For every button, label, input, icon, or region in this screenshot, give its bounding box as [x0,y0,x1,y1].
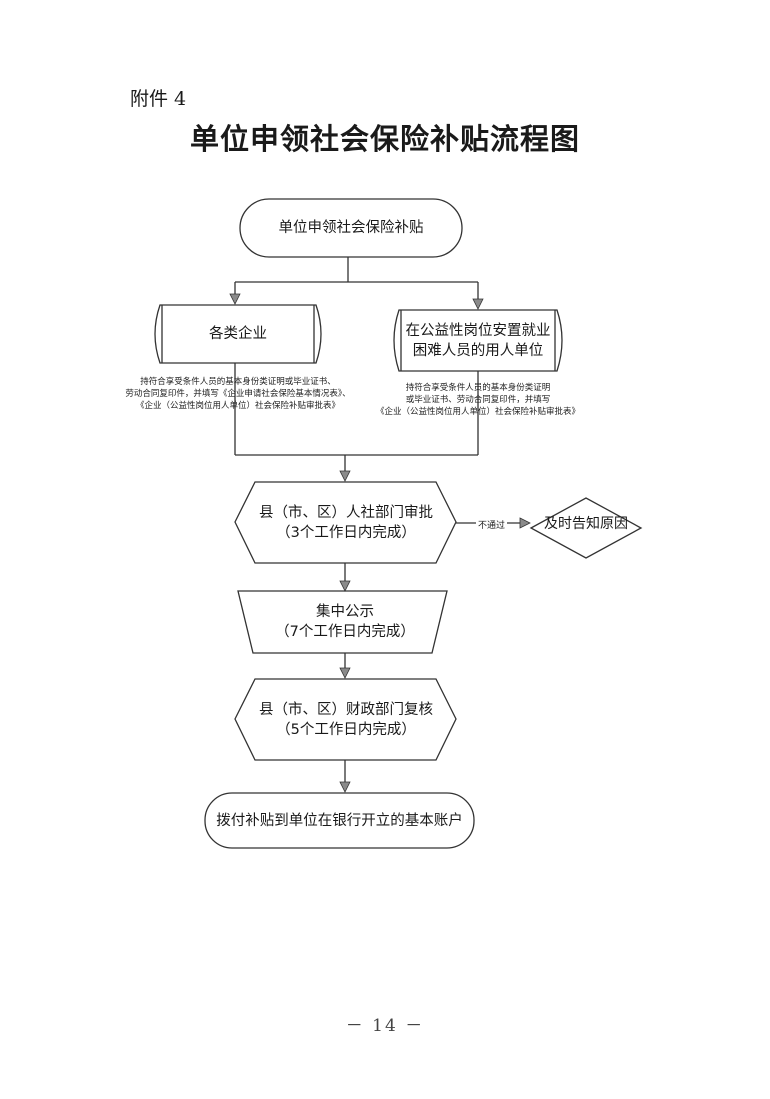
note-right: 持符合享受条件人员的基本身份类证明 或毕业证书、劳动合同复印件，并填写 《企业（… [360,382,596,418]
publicity-line2: （7个工作日内完成） [275,624,415,640]
page-title: 单位申领社会保险补贴流程图 [189,122,580,156]
approval-node [234,481,457,564]
branch-right-label: 在公益性岗位安置就业困难人员的用人单位 [405,322,551,359]
approval-label: 县（市、区）人社部门审批 （3个工作日内完成） [250,482,442,563]
start-node-label: 单位申领社会保险补贴 [278,220,424,236]
attachment-label: 附件 4 [130,88,187,110]
note-left-line2: 劳动合同复印件，并填写《企业申请社会保险基本情况表》、 [125,389,351,399]
note-right-line2: 或毕业证书、劳动合同复印件，并填写 [405,395,551,405]
note-left-line3: 《企业（公益性岗位用人单位）社会保险补贴审批表》 [135,401,340,411]
start-node [239,198,463,258]
approval-line2: （3个工作日内完成） [276,524,416,541]
branch-left-node [154,304,322,364]
finance-line1: 县（市、区）财政部门复核 [259,701,433,718]
approval-line1: 县（市、区）人社部门审批 [259,504,433,521]
note-right-line1: 持符合享受条件人员的基本身份类证明 [405,383,551,393]
finance-label: 县（市、区）财政部门复核 （5个工作日内完成） [250,679,442,760]
note-left-line1: 持符合享受条件人员的基本身份类证明或毕业证书、 [140,377,336,387]
publicity-line1: 集中公示 [316,604,374,620]
publicity-node [237,590,448,654]
end-node-label: 拨付补贴到单位在银行开立的基本账户 [216,812,463,829]
reject-edge-label: 不通过 [476,518,508,531]
note-right-line3: 《企业（公益性岗位用人单位）社会保险补贴审批表》 [375,407,580,417]
branch-right-node [393,309,563,372]
page-number: － 14 － [345,1016,425,1036]
publicity-label: 集中公示 （7个工作日内完成） [255,591,435,653]
branch-left-label: 各类企业 [209,326,267,342]
note-left: 持符合享受条件人员的基本身份类证明或毕业证书、 劳动合同复印件，并填写《企业申请… [118,376,358,412]
reject-node-label: 及时告知原因 [544,516,628,532]
finance-node [234,678,457,761]
end-node [204,792,475,849]
reject-node [529,497,643,559]
finance-line2: （5个工作日内完成） [276,721,416,738]
